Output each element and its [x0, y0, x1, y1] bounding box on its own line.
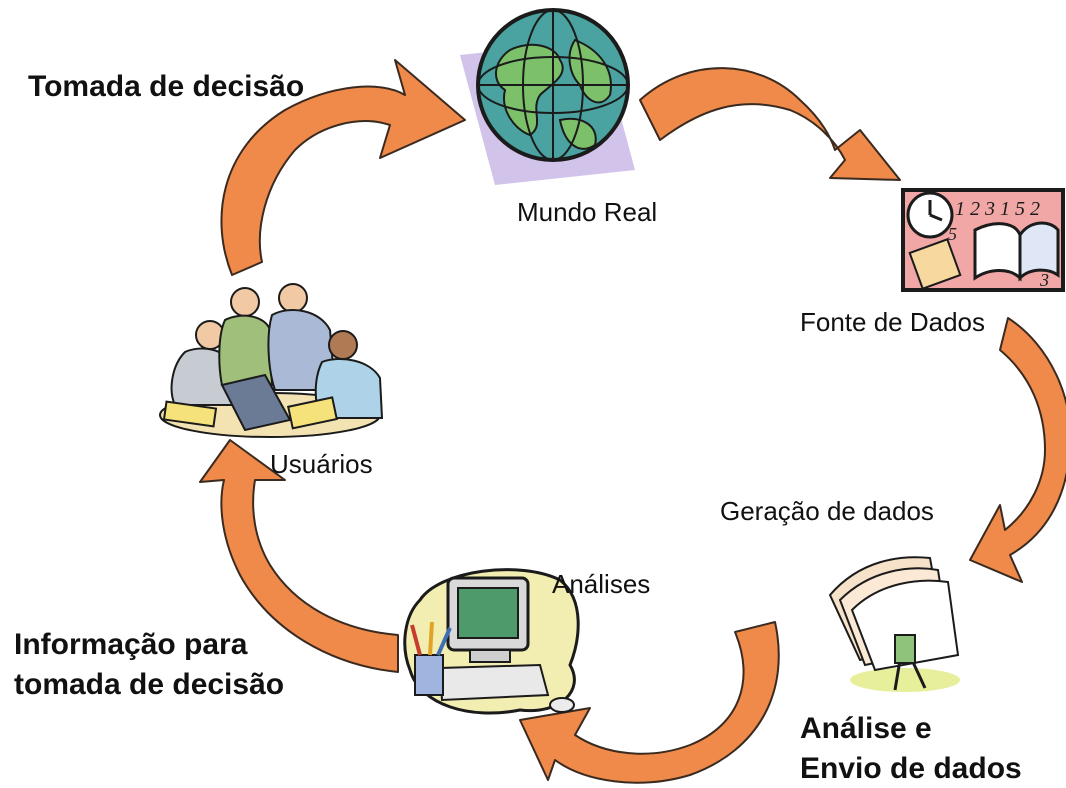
globe-icon: [460, 8, 635, 185]
data-source-icon: 1 2 3 1 5 2 5 3: [901, 188, 1065, 292]
label-geracao-de-dados: Geração de dados: [720, 496, 934, 526]
label-fonte-de-dados: Fonte de Dados: [800, 307, 986, 337]
arrow-analises-to-users: [199, 439, 399, 673]
label-analise-envio-line2: Envio de dados: [800, 752, 1022, 785]
computer-icon: [403, 568, 580, 715]
arrow-source-to-generation: [969, 317, 1066, 583]
label-analise-envio-line1: Análise e: [800, 712, 932, 745]
label-analises: Análises: [552, 569, 651, 599]
documents-icon: [828, 556, 960, 692]
arrow-world-to-source: [639, 67, 901, 181]
label-usuarios: Usuários: [270, 449, 373, 479]
svg-text:3: 3: [1039, 270, 1049, 290]
label-informacao-line1: Informação para: [14, 628, 248, 661]
users-meeting-icon: [159, 283, 384, 438]
svg-text:1 2 3 1 5 2: 1 2 3 1 5 2: [955, 198, 1040, 220]
arrow-users-to-world: [220, 59, 466, 276]
label-tomada-de-decisao: Tomada de decisão: [28, 70, 305, 103]
arrow-envio-to-analises: [519, 621, 780, 784]
label-mundo-real: Mundo Real: [517, 197, 658, 227]
svg-text:5: 5: [948, 224, 957, 244]
label-informacao-line2: tomada de decisão: [14, 668, 285, 701]
